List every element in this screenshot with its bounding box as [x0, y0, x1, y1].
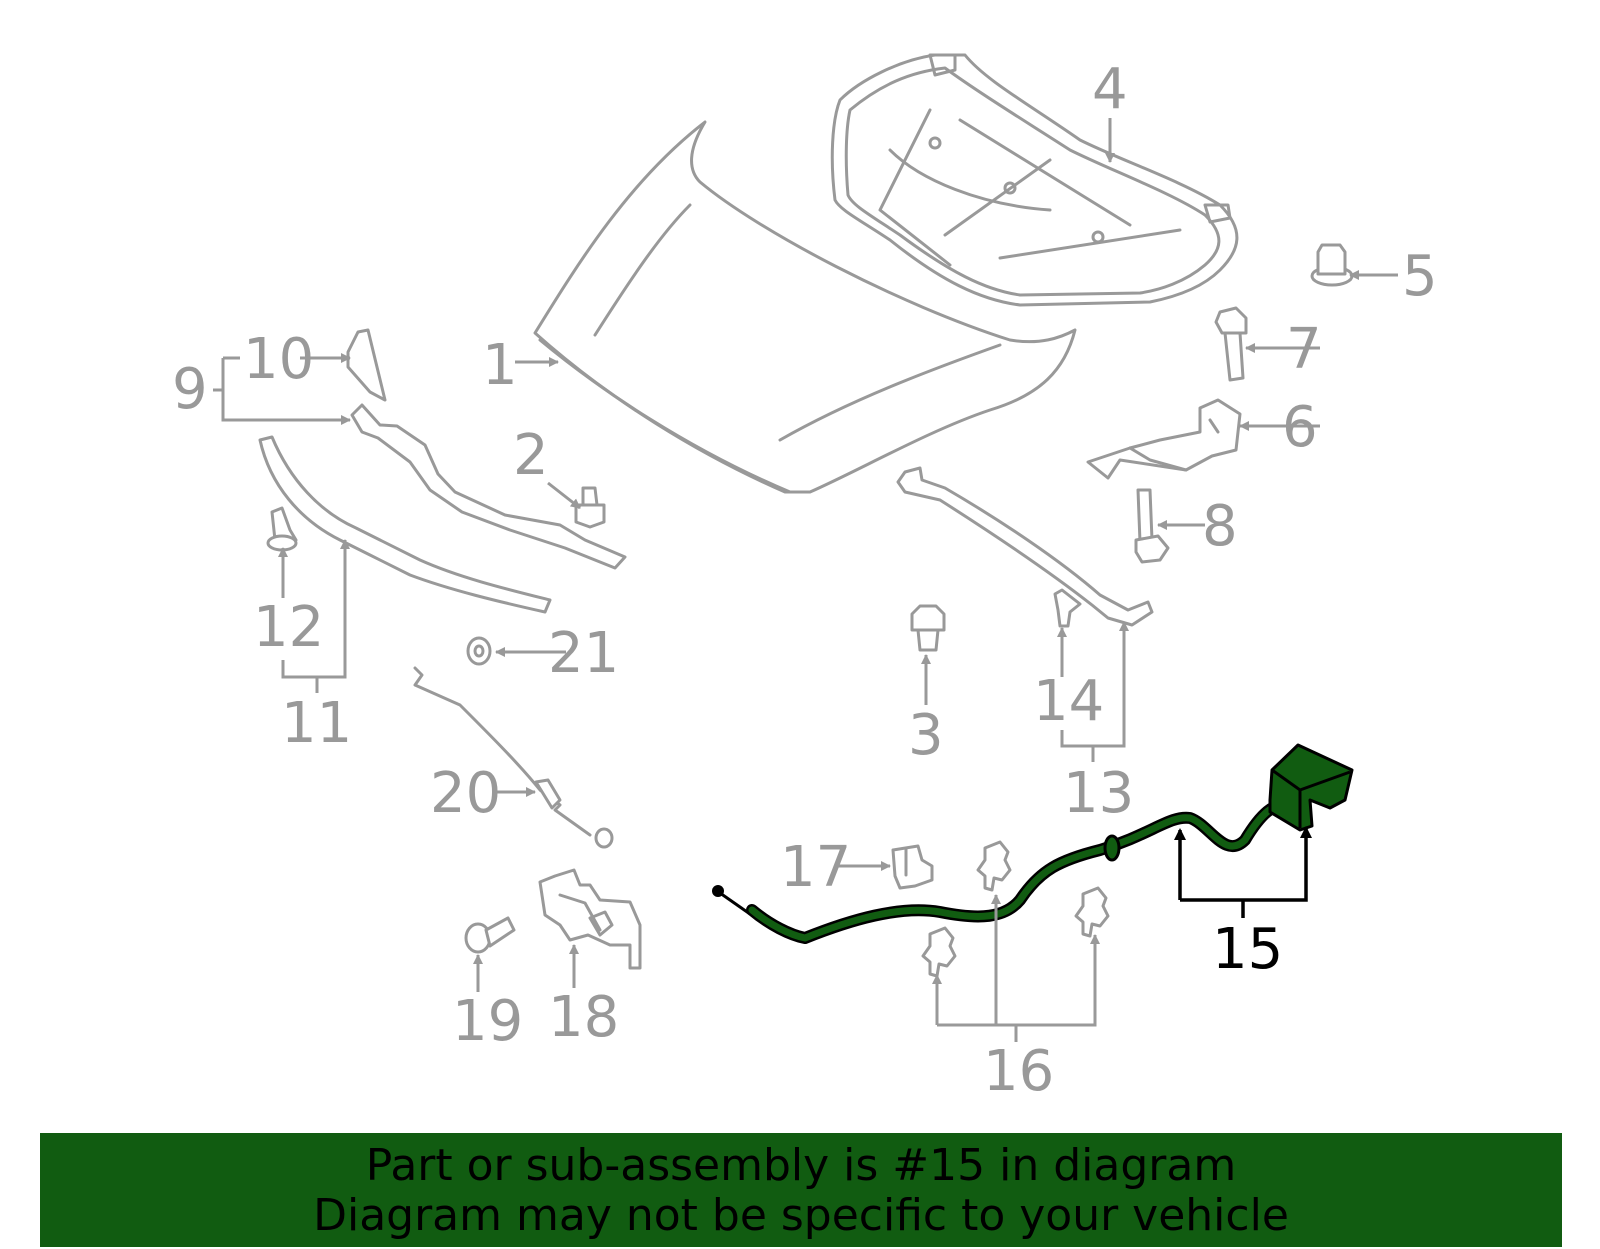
callout-8: 8	[1202, 494, 1238, 559]
bolt-3	[910, 604, 946, 652]
callout-21: 21	[548, 621, 619, 686]
hood-seal-upper	[350, 403, 627, 570]
hood-bumper	[574, 486, 606, 529]
bolt-7	[1214, 306, 1248, 382]
callout-17: 17	[780, 835, 851, 900]
callout-2: 2	[513, 423, 549, 488]
hood-insulator	[830, 53, 1239, 307]
callout-10: 10	[243, 327, 314, 392]
bolt-19	[464, 916, 516, 954]
push-clip	[1310, 243, 1354, 287]
hood-hinge	[1086, 398, 1242, 480]
callout-1: 1	[482, 333, 518, 398]
stud-8	[1134, 488, 1170, 564]
cable-retainer	[891, 844, 934, 890]
seal-clip	[266, 506, 298, 552]
info-banner: Part or sub-assembly is #15 in diagram D…	[40, 1133, 1562, 1247]
hood-seal-lower	[258, 435, 552, 614]
callout-18: 18	[548, 985, 619, 1050]
callout-3: 3	[908, 703, 944, 768]
release-cable-20	[413, 666, 614, 849]
callout-14: 14	[1033, 669, 1104, 734]
cable-clips	[921, 840, 1110, 978]
callout-4: 4	[1092, 57, 1128, 122]
hood-latch	[538, 868, 642, 970]
callout-20: 20	[430, 761, 501, 826]
callout-9: 9	[172, 357, 208, 422]
callout-labels: 1 2 3 4 5 6 7 8 9 10 11 12 13 14 15 16 1…	[172, 57, 1438, 1104]
callout-12: 12	[253, 595, 324, 660]
hood-prop-rod	[896, 466, 1154, 627]
callout-11: 11	[281, 691, 352, 756]
callout-5: 5	[1402, 244, 1438, 309]
leader-lines	[213, 118, 1398, 1042]
banner-line-2: Diagram may not be specific to your vehi…	[313, 1190, 1289, 1241]
callout-7: 7	[1286, 317, 1322, 382]
callout-16: 16	[983, 1039, 1054, 1104]
prop-rod-clip	[1053, 588, 1082, 628]
hood-release-cable	[712, 743, 1354, 944]
callout-15: 15	[1212, 917, 1283, 982]
grommet	[466, 636, 492, 666]
banner-line-1: Part or sub-assembly is #15 in diagram	[365, 1140, 1237, 1191]
hood-panel	[533, 120, 1077, 494]
seal-end-piece	[346, 328, 387, 402]
callout-19: 19	[452, 989, 523, 1054]
callout-6: 6	[1282, 395, 1318, 460]
callout-13: 13	[1063, 761, 1134, 826]
